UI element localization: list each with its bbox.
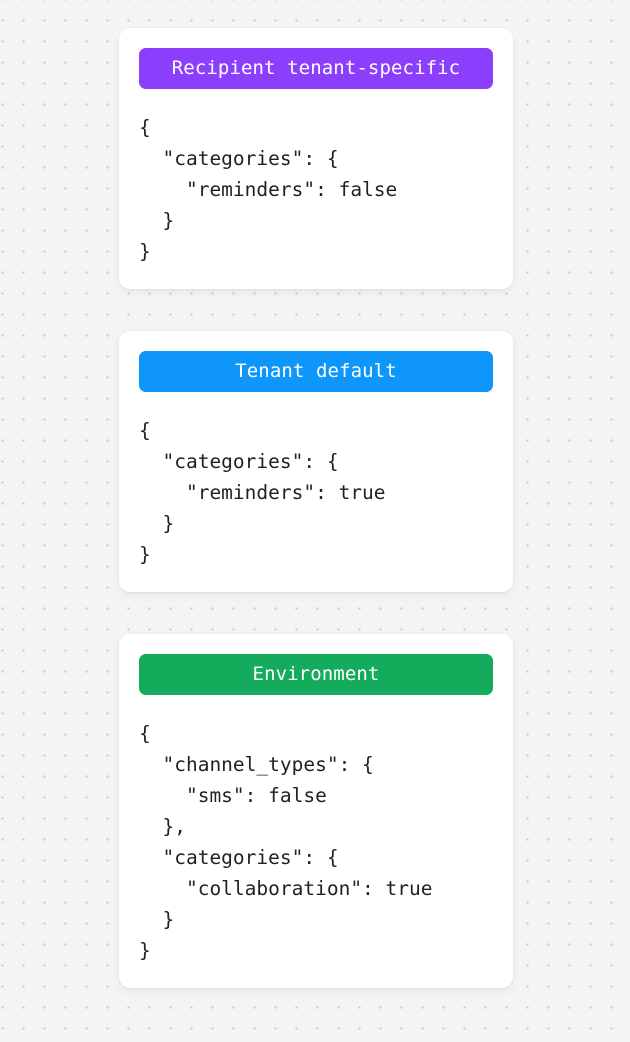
card-recipient-tenant-specific: Recipient tenant-specific { "categories"… xyxy=(119,28,513,289)
code-block-recipient-tenant-specific: { "categories": { "reminders": false } } xyxy=(139,116,398,263)
card-tenant-default: Tenant default { "categories": { "remind… xyxy=(119,331,513,592)
code-block-environment: { "channel_types": { "sms": false }, "ca… xyxy=(139,722,433,962)
badge-tenant-default: Tenant default xyxy=(139,351,493,392)
card-environment: Environment { "channel_types": { "sms": … xyxy=(119,634,513,988)
badge-environment: Environment xyxy=(139,654,493,695)
badge-recipient-tenant-specific: Recipient tenant-specific xyxy=(139,48,493,89)
code-block-tenant-default: { "categories": { "reminders": true } } xyxy=(139,419,386,566)
preference-override-card-stack: Recipient tenant-specific { "categories"… xyxy=(119,28,513,988)
